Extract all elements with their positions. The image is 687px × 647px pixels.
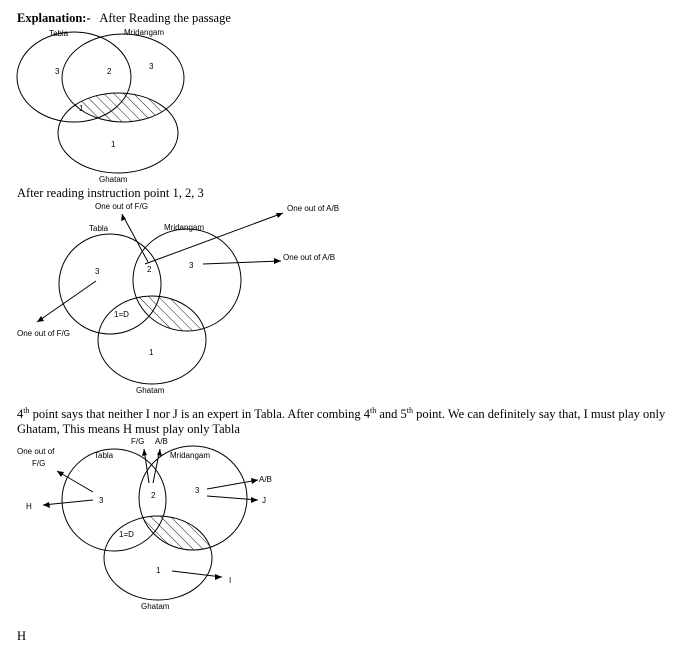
arrowhead-left-h: [43, 502, 50, 508]
arrowhead-left-top: [57, 471, 64, 477]
ghatam-circle: [103, 515, 213, 601]
count-tabla-ghatam: 1: [79, 104, 84, 113]
arrowhead-right-mid: [274, 258, 281, 264]
arrowhead-right-ab: [251, 478, 258, 484]
answer-text: H: [17, 629, 27, 643]
count-ghatam-only: 1: [156, 566, 161, 575]
tabla-label: Tabla: [89, 224, 109, 233]
ghatam-label: Ghatam: [136, 386, 165, 395]
hatched-mridangam-ghatam-region: [139, 516, 212, 550]
arrow-top: [121, 213, 149, 263]
mridangam-label: Mridangam: [124, 28, 164, 37]
venn-diagram-3: Tabla Mridangam Ghatam 3 2 3 1=D 1 F/G A…: [17, 437, 272, 611]
explanation-heading: Explanation:- After Reading the passage: [17, 11, 231, 26]
caption-instruction: After reading instruction point 1, 2, 3: [17, 186, 204, 200]
arrow-label-right-ab: A/B: [259, 475, 272, 484]
arrow-label-right-j: J: [262, 496, 266, 505]
count-tabla-only: 3: [99, 496, 104, 505]
arrowhead-top: [121, 214, 126, 221]
ghatam-label: Ghatam: [141, 602, 170, 611]
tabla-label: Tabla: [94, 451, 114, 460]
count-tabla-only: 3: [55, 67, 60, 76]
mridangam-circle: [61, 33, 185, 123]
hatched-mridangam-ghatam-region: [62, 93, 178, 122]
arrow-label-left-top-1: One out of: [17, 447, 55, 456]
explanation-text: After Reading the passage: [99, 11, 231, 25]
arrowhead-top-ab: [157, 449, 162, 456]
count-mridangam-only: 3: [195, 486, 200, 495]
tabla-label: Tabla: [49, 29, 69, 38]
count-ghatam-only: 1: [111, 140, 116, 149]
arrow-label-right-mid: One out of A/B: [283, 253, 335, 262]
mridangam-circle: [138, 445, 248, 551]
arrow-label-right-top: One out of A/B: [287, 204, 339, 213]
count-mridangam-only: 3: [189, 261, 194, 270]
tabla-circle: [58, 233, 162, 335]
arrow-label-left: One out of F/G: [17, 329, 70, 338]
arrow-label-top-fg: F/G: [131, 437, 144, 446]
mridangam-label: Mridangam: [164, 223, 204, 232]
arrow-label-top-ab: A/B: [155, 437, 168, 446]
arrowhead-bottom-i: [215, 574, 222, 580]
count-ghatam-only: 1: [149, 348, 154, 357]
arrow-left: [36, 280, 97, 323]
arrowhead-right-j: [251, 497, 258, 503]
arrow-label-bottom-i: I: [229, 576, 231, 585]
arrow-label-left-top-2: F/G: [32, 459, 45, 468]
count-mridangam-only: 3: [149, 62, 154, 71]
arrow-left-h: [42, 499, 94, 506]
arrow-label-top: One out of F/G: [95, 202, 148, 211]
arrow-right-mid: [202, 260, 282, 265]
arrow-left-top: [56, 470, 94, 493]
arrow-right-ab: [206, 479, 259, 490]
venn-diagram-2: Tabla Mridangam Ghatam 3 2 3 1=D 1 One o…: [17, 202, 339, 395]
count-tabla-ghatam: 1=D: [119, 530, 134, 539]
count-tabla-mridangam: 2: [151, 491, 156, 500]
count-tabla-mridangam: 2: [107, 67, 112, 76]
mridangam-circle: [132, 228, 242, 332]
arrowhead-top-fg: [142, 449, 147, 456]
count-tabla-mridangam: 2: [147, 265, 152, 274]
mridangam-label: Mridangam: [170, 451, 210, 460]
tabla-circle: [61, 448, 167, 552]
tabla-circle: [16, 31, 132, 123]
arrowhead-right-top: [276, 213, 283, 218]
ghatam-circle: [97, 295, 207, 385]
ghatam-label: Ghatam: [99, 175, 128, 184]
paragraph-point-4: 4th point says that neither I nor J is a…: [17, 406, 666, 437]
count-tabla-ghatam: 1=D: [114, 310, 129, 319]
arrow-bottom-i: [171, 570, 223, 578]
arrow-right-j: [206, 495, 259, 501]
count-tabla-only: 3: [95, 267, 100, 276]
hatched-mridangam-ghatam-region: [133, 296, 206, 331]
arrow-label-left-h: H: [26, 502, 32, 511]
arrow-right-top: [144, 212, 284, 265]
ghatam-circle: [57, 92, 179, 174]
arrowhead-left: [37, 316, 44, 322]
venn-diagram-1: Tabla Mridangam Ghatam 3 2 3 1 1: [16, 28, 185, 184]
explanation-label: Explanation:-: [17, 11, 91, 25]
